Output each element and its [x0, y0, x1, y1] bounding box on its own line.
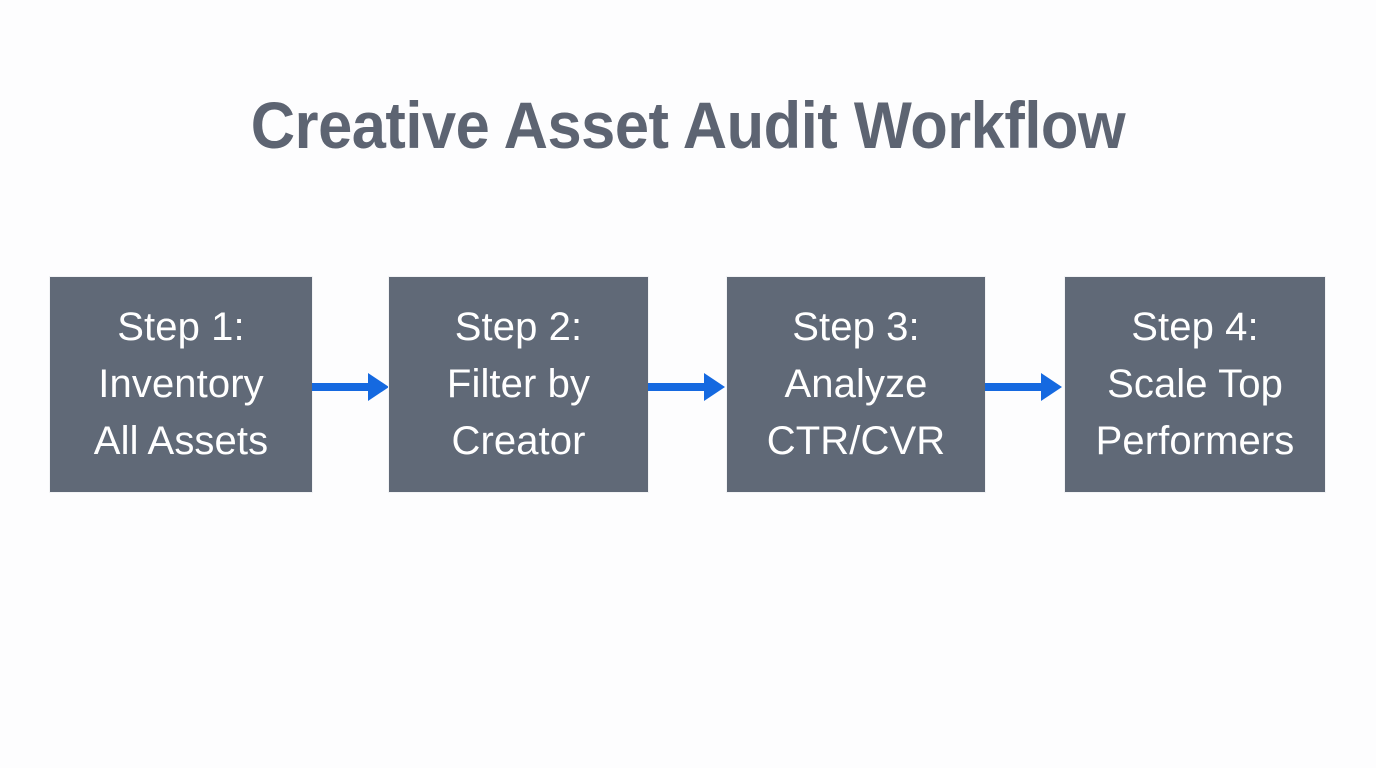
process-flow-row: Step 1: Inventory All Assets Step 2: Fil… — [50, 277, 1325, 492]
step-box-2[interactable]: Step 2: Filter by Creator — [389, 277, 648, 492]
step-box-4[interactable]: Step 4: Scale Top Performers — [1065, 277, 1325, 492]
step-box-3[interactable]: Step 3: Analyze CTR/CVR — [727, 277, 985, 492]
arrow-right-icon — [648, 372, 725, 402]
page-title: Creative Asset Audit Workflow — [250, 88, 1126, 162]
step-box-2-label: Step 2: Filter by Creator — [446, 305, 591, 463]
step-box-3-label: Step 3: Analyze CTR/CVR — [766, 305, 946, 463]
step-box-4-label: Step 4: Scale Top Performers — [1095, 305, 1295, 463]
arrow-right-icon — [312, 372, 389, 402]
step-box-1[interactable]: Step 1: Inventory All Assets — [50, 277, 312, 492]
arrow-right-icon — [985, 372, 1062, 402]
step-box-1-label: Step 1: Inventory All Assets — [93, 305, 269, 463]
